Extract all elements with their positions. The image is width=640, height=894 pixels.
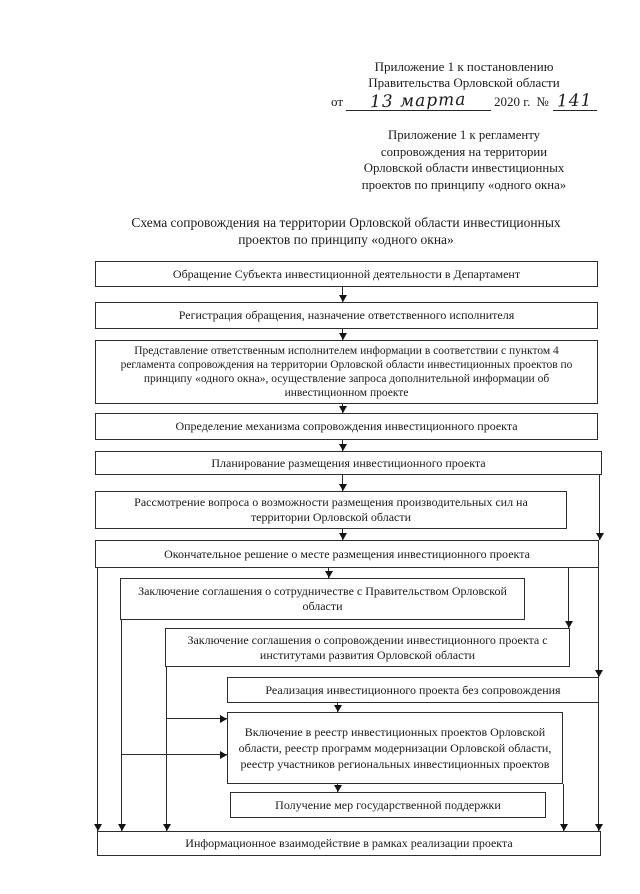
number-sign: № xyxy=(536,94,549,109)
connector-n3-n4 xyxy=(338,404,347,413)
scheme-title-line2: проектов по принципу «одного окна» xyxy=(238,232,454,247)
year-label: 2020 г. xyxy=(494,94,531,109)
connector-n11-n13 xyxy=(559,784,568,831)
node-info-interaction: Информационное взаимодействие в рамках р… xyxy=(97,831,601,856)
connector-n6-n7 xyxy=(338,529,347,540)
appendix-regulation-line4: проектов по принципу «одного окна» xyxy=(361,177,567,192)
node-placement-planning: Планирование размещения инвестиционного … xyxy=(95,451,602,475)
connector-n10-n13 xyxy=(594,703,603,831)
scheme-title-line1: Схема сопровождения на территории Орловс… xyxy=(131,215,561,230)
appendix-regulation-line2: сопровождения на территории xyxy=(380,144,548,159)
connector-n7-n9 xyxy=(564,568,573,628)
node-support-mechanism: Определение механизма сопровождения инве… xyxy=(95,413,598,440)
appendix-resolution-line1: Приложение 1 к постановлению xyxy=(374,59,554,74)
connector-n7-n8 xyxy=(324,568,333,578)
connector-n11-n12 xyxy=(333,784,342,792)
appendix-regulation-line3: Орловской области инвестиционных xyxy=(363,161,565,175)
date-blank: 13 марта xyxy=(346,89,492,113)
number-blank: 141 xyxy=(552,90,597,112)
node-registration: Регистрация обращения, назначение ответс… xyxy=(95,302,598,329)
connector-n5-n7 xyxy=(595,475,604,540)
connector-n2-n3 xyxy=(338,329,347,340)
node-institutes-agreement: Заключение соглашения о сопровождении ин… xyxy=(165,628,570,667)
appendix-regulation-header: Приложение 1 к регламенту сопровождения … xyxy=(336,127,592,193)
connector-n7-n10 xyxy=(594,568,603,677)
handwritten-number: 141 xyxy=(556,90,593,112)
node-final-decision: Окончательное решение о месте размещения… xyxy=(95,540,599,568)
appendix-resolution-line2: Правительства Орловской области xyxy=(368,75,560,90)
node-info-submission: Представление ответственным исполнителем… xyxy=(95,340,598,404)
node-registry-inclusion: Включение в реестр инвестиционных проект… xyxy=(227,712,563,784)
connector-n8-n13 xyxy=(117,620,126,831)
scheme-title: Схема сопровождения на территории Орловс… xyxy=(56,214,636,248)
connector-n4-n5 xyxy=(338,440,347,451)
node-siting-review: Рассмотрение вопроса о возможности разме… xyxy=(95,491,567,529)
connector-n1-n2 xyxy=(338,287,347,302)
appendix-resolution-header: Приложение 1 к постановлению Правительст… xyxy=(330,59,598,91)
connector-n5-n6 xyxy=(338,475,347,491)
appendix-regulation-line1: Приложение 1 к регламенту xyxy=(387,128,541,142)
handwritten-date: 13 марта xyxy=(370,89,467,113)
connector-n7-n13 xyxy=(93,568,102,831)
node-government-agreement: Заключение соглашения о сотрудничестве с… xyxy=(120,578,525,620)
from-label: от xyxy=(331,94,344,109)
node-application: Обращение Субъекта инвестиционной деятел… xyxy=(95,261,598,287)
connector-n9-n11 xyxy=(166,714,227,723)
connector-n8-n11 xyxy=(121,750,227,759)
date-number-line: от 13 марта 2020 г. № 141 xyxy=(331,89,597,113)
connector-n9-n13 xyxy=(162,667,171,831)
node-no-support-realization: Реализация инвестиционного проекта без с… xyxy=(227,677,599,703)
node-state-support: Получение мер государственной поддержки xyxy=(230,792,546,818)
connector-n10-n11 xyxy=(333,703,342,712)
